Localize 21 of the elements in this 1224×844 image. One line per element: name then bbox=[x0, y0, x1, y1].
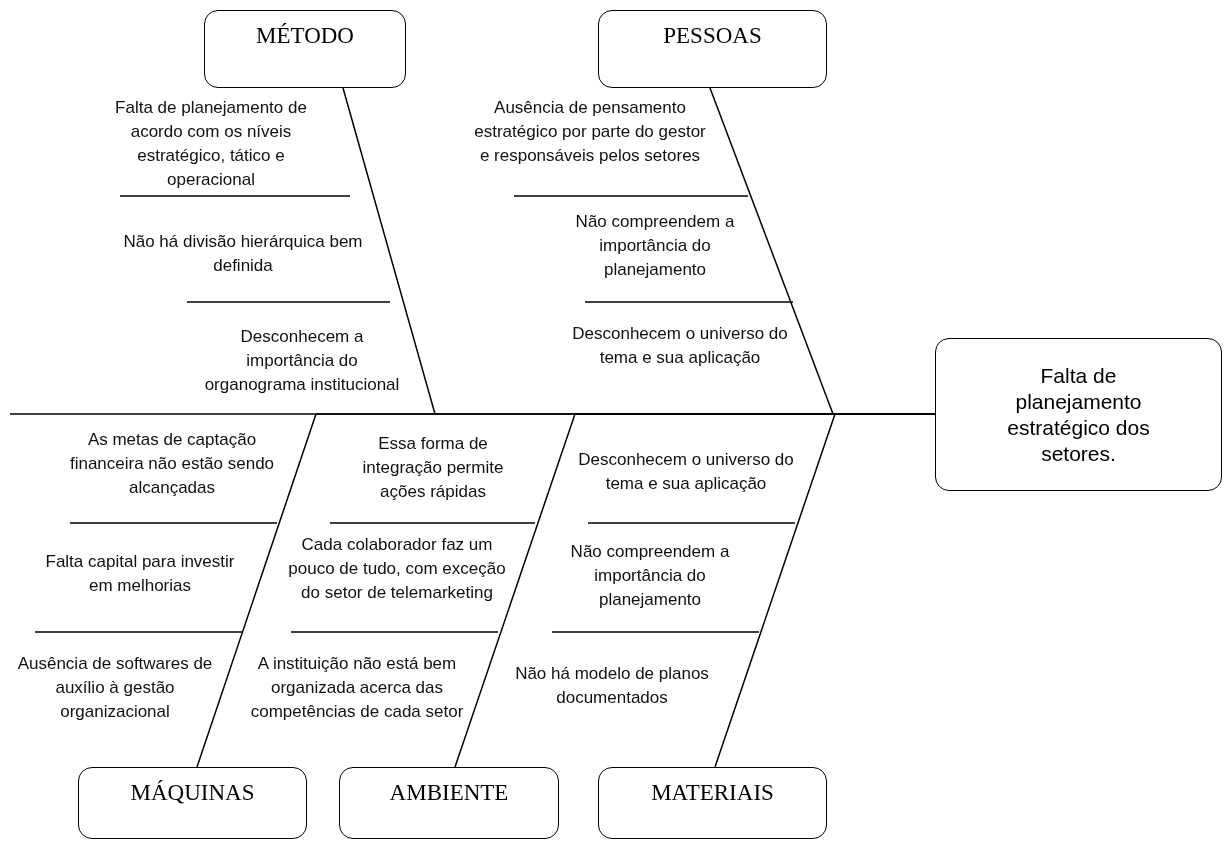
category-box: MÉTODO bbox=[204, 10, 406, 88]
category-box: MÁQUINAS bbox=[78, 767, 307, 839]
cause-text: Não compreendem a importância do planejamento bbox=[569, 541, 731, 611]
category-box: PESSOAS bbox=[598, 10, 827, 88]
cause-text: Falta capital para investir em melhorias bbox=[44, 551, 236, 597]
cause-text: As metas de captação financeira não estão sendo alcançadas bbox=[68, 429, 276, 499]
cause-text: Desconhecem o universo do tema e sua aplicação bbox=[577, 449, 795, 495]
cause-text: Cada colaborador faz um pouco de tudo, com exceção do setor de telemarketing bbox=[287, 534, 507, 604]
cause-text: Não compreendem a importância do planejamento bbox=[574, 211, 736, 281]
cause-text: Não há divisão hierárquica bem definida bbox=[122, 231, 364, 277]
cause-text: A instituição não está bem organizada acerca das competências de cada setor bbox=[249, 653, 465, 723]
cause-text: Essa forma de integração permite ações rápidas bbox=[361, 433, 505, 503]
cause-text: Desconhecem a importância do organograma institucional bbox=[203, 326, 401, 396]
cause-text: Ausência de pensamento estratégico por parte do gestor e responsáveis pelos setores bbox=[473, 97, 707, 167]
cause-text: Ausência de softwares de auxílio à gestão organizacional bbox=[16, 653, 214, 723]
cause-text: Desconhecem o universo do tema e sua aplicação bbox=[571, 323, 789, 369]
category-box: AMBIENTE bbox=[339, 767, 559, 839]
effect-box: Falta de planejamento estratégico dos setores. bbox=[935, 338, 1222, 491]
cause-text: Falta de planejamento de acordo com os níveis estratégico, tático e operacional bbox=[114, 97, 308, 191]
cause-text: Não há modelo de planos documentados bbox=[514, 663, 710, 709]
category-box: MATERIAIS bbox=[598, 767, 827, 839]
